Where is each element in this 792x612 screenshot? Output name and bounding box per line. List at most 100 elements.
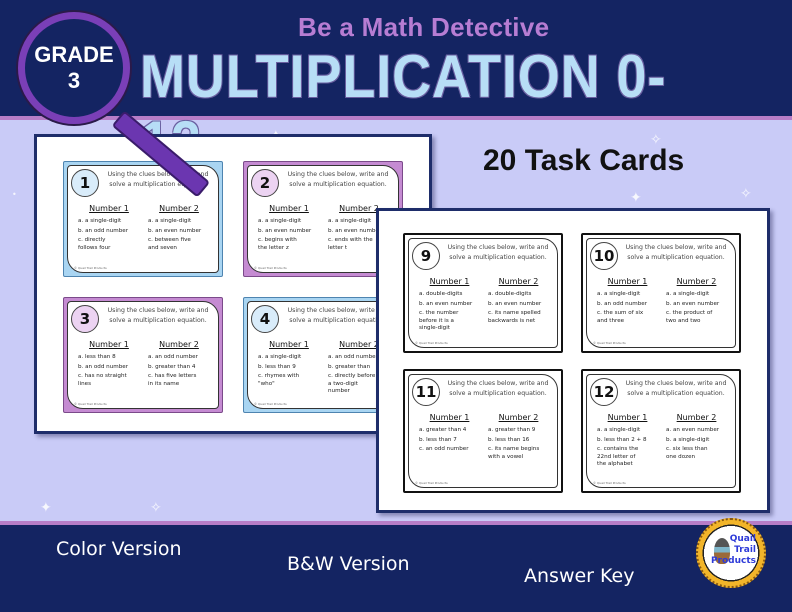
- column-header: Number 2: [159, 340, 199, 349]
- card-number-badge: 10: [590, 242, 618, 270]
- clue: b. an even number: [666, 300, 720, 307]
- sparkle-icon: ✦: [40, 500, 52, 516]
- bw-version-sheet: 9 Using the clues below, write and solve…: [376, 208, 770, 513]
- subtitle: Be a Math Detective: [298, 12, 550, 42]
- column-header: Number 2: [676, 413, 717, 422]
- clue: b. greater than: [328, 363, 371, 370]
- clue: c. begins with the letter z: [258, 237, 297, 251]
- clue: a. an odd number: [328, 354, 378, 360]
- clue: c. rhymes with "who": [258, 373, 300, 387]
- clue: b. less than 16: [488, 436, 530, 443]
- sparkle-icon: •: [12, 190, 17, 199]
- grade-label: GRADE: [34, 42, 114, 67]
- clue: c. the product of two and two: [666, 310, 713, 324]
- copyright: © Quail Trail Products: [415, 341, 448, 345]
- clue: b. a single-digit: [666, 436, 710, 443]
- clue: a. a single-digit: [148, 218, 192, 224]
- column-header: Number 2: [339, 204, 379, 213]
- column-header: Number 1: [269, 340, 309, 349]
- card-instruction: Using the clues below, write and solve a…: [107, 171, 209, 188]
- sparkle-icon: ✧: [650, 132, 662, 148]
- card-number-badge: 4: [251, 305, 279, 333]
- clue: c. contains the 22nd letter of the alpha…: [597, 446, 639, 467]
- clue: a. double-digits: [419, 291, 463, 297]
- task-count-label: 20 Task Cards: [483, 144, 685, 177]
- card-instruction: Using the clues below, write and solve a…: [447, 244, 549, 261]
- task-card-3: 3 Using the clues below, write and solve…: [63, 297, 223, 413]
- task-card-1: 1 Using the clues below, write and solve…: [63, 161, 223, 277]
- clue: b. less than 9: [258, 363, 296, 370]
- clue: a. less than 8: [78, 354, 116, 360]
- clue: b. greater than 4: [148, 363, 196, 370]
- task-card-9: 9 Using the clues below, write and solve…: [403, 233, 563, 353]
- card-number-badge: 2: [251, 169, 279, 197]
- clue: a. a single-digit: [78, 218, 122, 224]
- clue: a. an odd number: [148, 354, 198, 360]
- clue: b. less than 2 + 8: [597, 436, 647, 443]
- answer-key-label: Answer Key: [524, 565, 635, 587]
- clue: c. the sum of six and three: [597, 310, 644, 324]
- card-instruction: Using the clues below, write and solve a…: [107, 307, 209, 324]
- clue: b. an even number: [419, 300, 473, 307]
- clue: a. an even number: [666, 427, 720, 433]
- copyright: © Quail Trail Products: [593, 341, 626, 345]
- column-header: Number 1: [429, 413, 470, 422]
- task-card-11: 11 Using the clues below, write and solv…: [403, 369, 563, 493]
- magnifier-grade-badge: GRADE 3: [18, 12, 130, 124]
- column-header: Number 2: [159, 204, 199, 213]
- copyright: © Quail Trail Products: [415, 481, 448, 485]
- card-instruction: Using the clues below, write and solve a…: [625, 244, 727, 261]
- sparkle-icon: ✦: [630, 190, 642, 206]
- clue: c. its name spelled backwards is net: [488, 310, 541, 324]
- footer-banner: [0, 521, 792, 612]
- column-header: Number 1: [269, 204, 309, 213]
- column-header: Number 1: [607, 413, 648, 422]
- card-instruction: Using the clues below, write and solve a…: [625, 380, 727, 397]
- copyright: © Quail Trail Products: [254, 266, 287, 270]
- quail-icon: [714, 538, 730, 564]
- card-instruction: Using the clues below, write and solve a…: [287, 171, 389, 188]
- clue: a. a single-digit: [597, 291, 641, 297]
- clue: b. an even number: [258, 227, 312, 234]
- clue: a. a single-digit: [666, 291, 710, 297]
- clue: a. greater than 9: [488, 427, 536, 433]
- clue: a. double-digits: [488, 291, 532, 297]
- clue: c. directly follows four: [78, 237, 111, 251]
- copyright: © Quail Trail Products: [254, 402, 287, 406]
- column-header: Number 2: [339, 340, 379, 349]
- card-number-badge: 9: [412, 242, 440, 270]
- column-header: Number 1: [607, 277, 648, 286]
- column-header: Number 2: [498, 277, 539, 286]
- task-card-2: 2 Using the clues below, write and solve…: [243, 161, 403, 277]
- column-header: Number 2: [498, 413, 539, 422]
- clue: c. has no straight lines: [78, 373, 127, 387]
- task-card-10: 10 Using the clues below, write and solv…: [581, 233, 741, 353]
- column-header: Number 2: [676, 277, 717, 286]
- color-version-label: Color Version: [56, 538, 182, 560]
- clue: c. between five and seven: [148, 237, 191, 251]
- clue: b. an even number: [488, 300, 542, 307]
- card-number-badge: 3: [71, 305, 99, 333]
- clue: b. an even number: [328, 227, 382, 234]
- bw-version-label: B&W Version: [287, 553, 410, 575]
- quail-trail-logo: Quail Trail Products: [696, 518, 766, 588]
- clue: a. greater than 4: [419, 427, 467, 433]
- card-number-badge: 1: [71, 169, 99, 197]
- task-card-12: 12 Using the clues below, write and solv…: [581, 369, 741, 493]
- clue: c. has five letters in its name: [148, 373, 197, 387]
- grade-number: 3: [67, 68, 81, 93]
- sparkle-icon: ✧: [740, 186, 752, 202]
- sparkle-icon: ✧: [150, 500, 162, 516]
- clue: c. its name begins with a vowel: [488, 446, 540, 460]
- clue: a. a single-digit: [258, 354, 302, 360]
- clue: a. a single-digit: [328, 218, 372, 224]
- clue: c. six less than one dozen: [666, 446, 708, 460]
- clue: b. an odd number: [78, 363, 128, 370]
- clue: b. an even number: [148, 227, 202, 234]
- logo-text: Quail Trail Products: [710, 534, 756, 566]
- column-header: Number 1: [89, 204, 129, 213]
- clue: c. the number before it is a single-digi…: [419, 310, 459, 331]
- card-number-badge: 12: [590, 378, 618, 406]
- column-header: Number 1: [89, 340, 129, 349]
- clue: b. an odd number: [597, 300, 647, 307]
